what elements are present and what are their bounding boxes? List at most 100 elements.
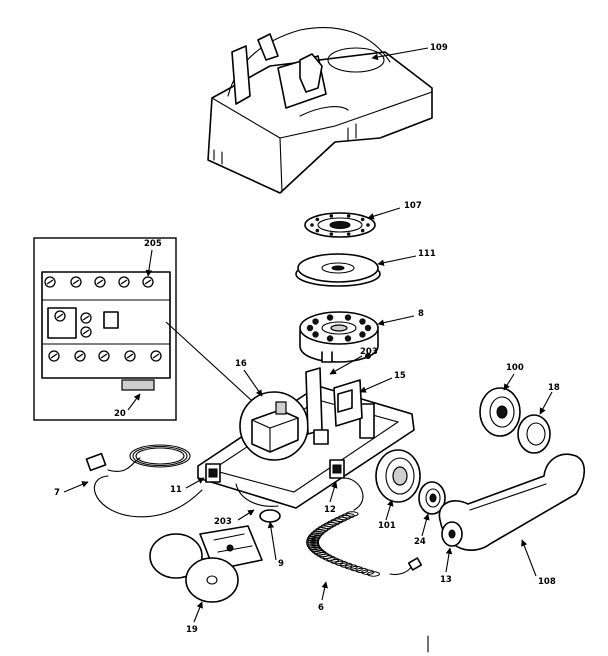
ringer-bells-19 xyxy=(149,525,263,603)
screw-slot xyxy=(144,279,152,285)
leader-24 xyxy=(421,513,430,537)
part-11 xyxy=(205,463,221,483)
coil-turn xyxy=(306,539,320,545)
number-card-holes xyxy=(310,214,370,236)
screw-slot xyxy=(56,313,64,319)
callout-203-bracket: 203 xyxy=(360,347,378,357)
hole-dot xyxy=(315,228,320,233)
leader-15 xyxy=(359,377,393,393)
callout-13: 13 xyxy=(440,575,452,585)
transmitter-101 xyxy=(375,449,421,503)
hole-dot xyxy=(326,314,334,321)
leader-19 xyxy=(193,601,203,623)
screw-slot xyxy=(46,279,54,285)
callout-8: 8 xyxy=(418,309,424,319)
hole-dot xyxy=(344,335,352,342)
receiver-cap-18 xyxy=(517,414,551,454)
coil-cord-6 xyxy=(306,477,423,577)
callout-101: 101 xyxy=(378,521,396,531)
callout-203-base: 203 xyxy=(214,517,232,527)
hole-dot xyxy=(344,314,352,321)
hole-dot xyxy=(364,324,372,332)
screw-slot xyxy=(120,279,128,285)
hole-dot xyxy=(326,335,334,342)
screw-slot xyxy=(82,315,90,321)
inset-pointer-line xyxy=(165,321,263,411)
leader-111 xyxy=(377,255,417,267)
callout-107: 107 xyxy=(404,201,422,211)
callout-111: 111 xyxy=(418,249,436,259)
screw-slot xyxy=(76,353,84,359)
terminal-screws xyxy=(44,276,162,362)
screw-slot xyxy=(126,353,134,359)
part-24 xyxy=(418,481,446,515)
callout-6: 6 xyxy=(318,603,324,613)
screw-slot xyxy=(152,353,160,359)
callout-24: 24 xyxy=(414,537,426,547)
inset-terminal-board xyxy=(33,237,177,421)
number-card-107 xyxy=(304,212,376,238)
dial-finger-holes xyxy=(306,314,372,342)
hole-dot xyxy=(315,217,320,222)
hole-dot xyxy=(310,223,314,227)
callout-20: 20 xyxy=(114,409,126,419)
dial-assembly-8 xyxy=(299,311,379,363)
hole-dot xyxy=(329,214,334,218)
ringer-part-15 xyxy=(305,367,363,445)
callout-18: 18 xyxy=(548,383,560,393)
coil-turn xyxy=(366,571,380,577)
callout-15: 15 xyxy=(394,371,406,381)
hole-dot xyxy=(359,331,366,338)
leader-13 xyxy=(445,547,453,573)
network-part-16 xyxy=(239,391,309,461)
base-plate xyxy=(197,385,415,523)
screw-slot xyxy=(72,279,80,285)
leader-101 xyxy=(385,499,394,521)
hole-dot xyxy=(329,232,334,236)
hole-dot xyxy=(360,217,365,222)
callout-205: 205 xyxy=(144,239,162,249)
callout-100: 100 xyxy=(506,363,524,373)
leader-203-base xyxy=(237,509,255,521)
leader-18 xyxy=(539,391,553,415)
screw-slot xyxy=(100,353,108,359)
callout-16: 16 xyxy=(235,359,247,369)
hole-dot xyxy=(306,324,314,332)
callout-7: 7 xyxy=(54,488,60,498)
leader-205 xyxy=(145,249,153,277)
handset-108 xyxy=(438,453,586,552)
hole-dot xyxy=(360,228,365,233)
part-12 xyxy=(329,459,345,479)
leader-9 xyxy=(267,521,277,561)
leader-11 xyxy=(185,477,205,489)
callout-12: 12 xyxy=(324,505,336,515)
callout-108: 108 xyxy=(538,577,556,587)
screw-slot xyxy=(50,353,58,359)
hole-dot xyxy=(366,223,370,227)
hole-dot xyxy=(312,331,319,338)
leader-6 xyxy=(321,581,328,601)
callout-11: 11 xyxy=(170,485,182,495)
leader-107 xyxy=(367,207,401,220)
leader-8 xyxy=(377,315,415,326)
leader-20 xyxy=(127,393,141,411)
leader-100 xyxy=(503,373,515,391)
housing-part-109 xyxy=(207,27,433,194)
screw-slot xyxy=(96,279,104,285)
hole-dot xyxy=(359,318,366,325)
leader-203-bracket xyxy=(329,355,363,375)
leader-108 xyxy=(521,539,537,577)
leader-109 xyxy=(371,47,429,61)
coil-turn xyxy=(306,537,320,544)
receiver-unit-100 xyxy=(479,387,521,437)
leader-7 xyxy=(63,481,89,493)
callout-109: 109 xyxy=(430,43,448,53)
callout-19: 19 xyxy=(186,625,198,635)
leader-12 xyxy=(329,481,338,503)
hole-dot xyxy=(346,214,351,218)
hole-dot xyxy=(346,232,351,236)
leader-16 xyxy=(243,369,263,397)
finger-wheel-111 xyxy=(295,253,381,287)
line-cord-7 xyxy=(85,444,203,518)
